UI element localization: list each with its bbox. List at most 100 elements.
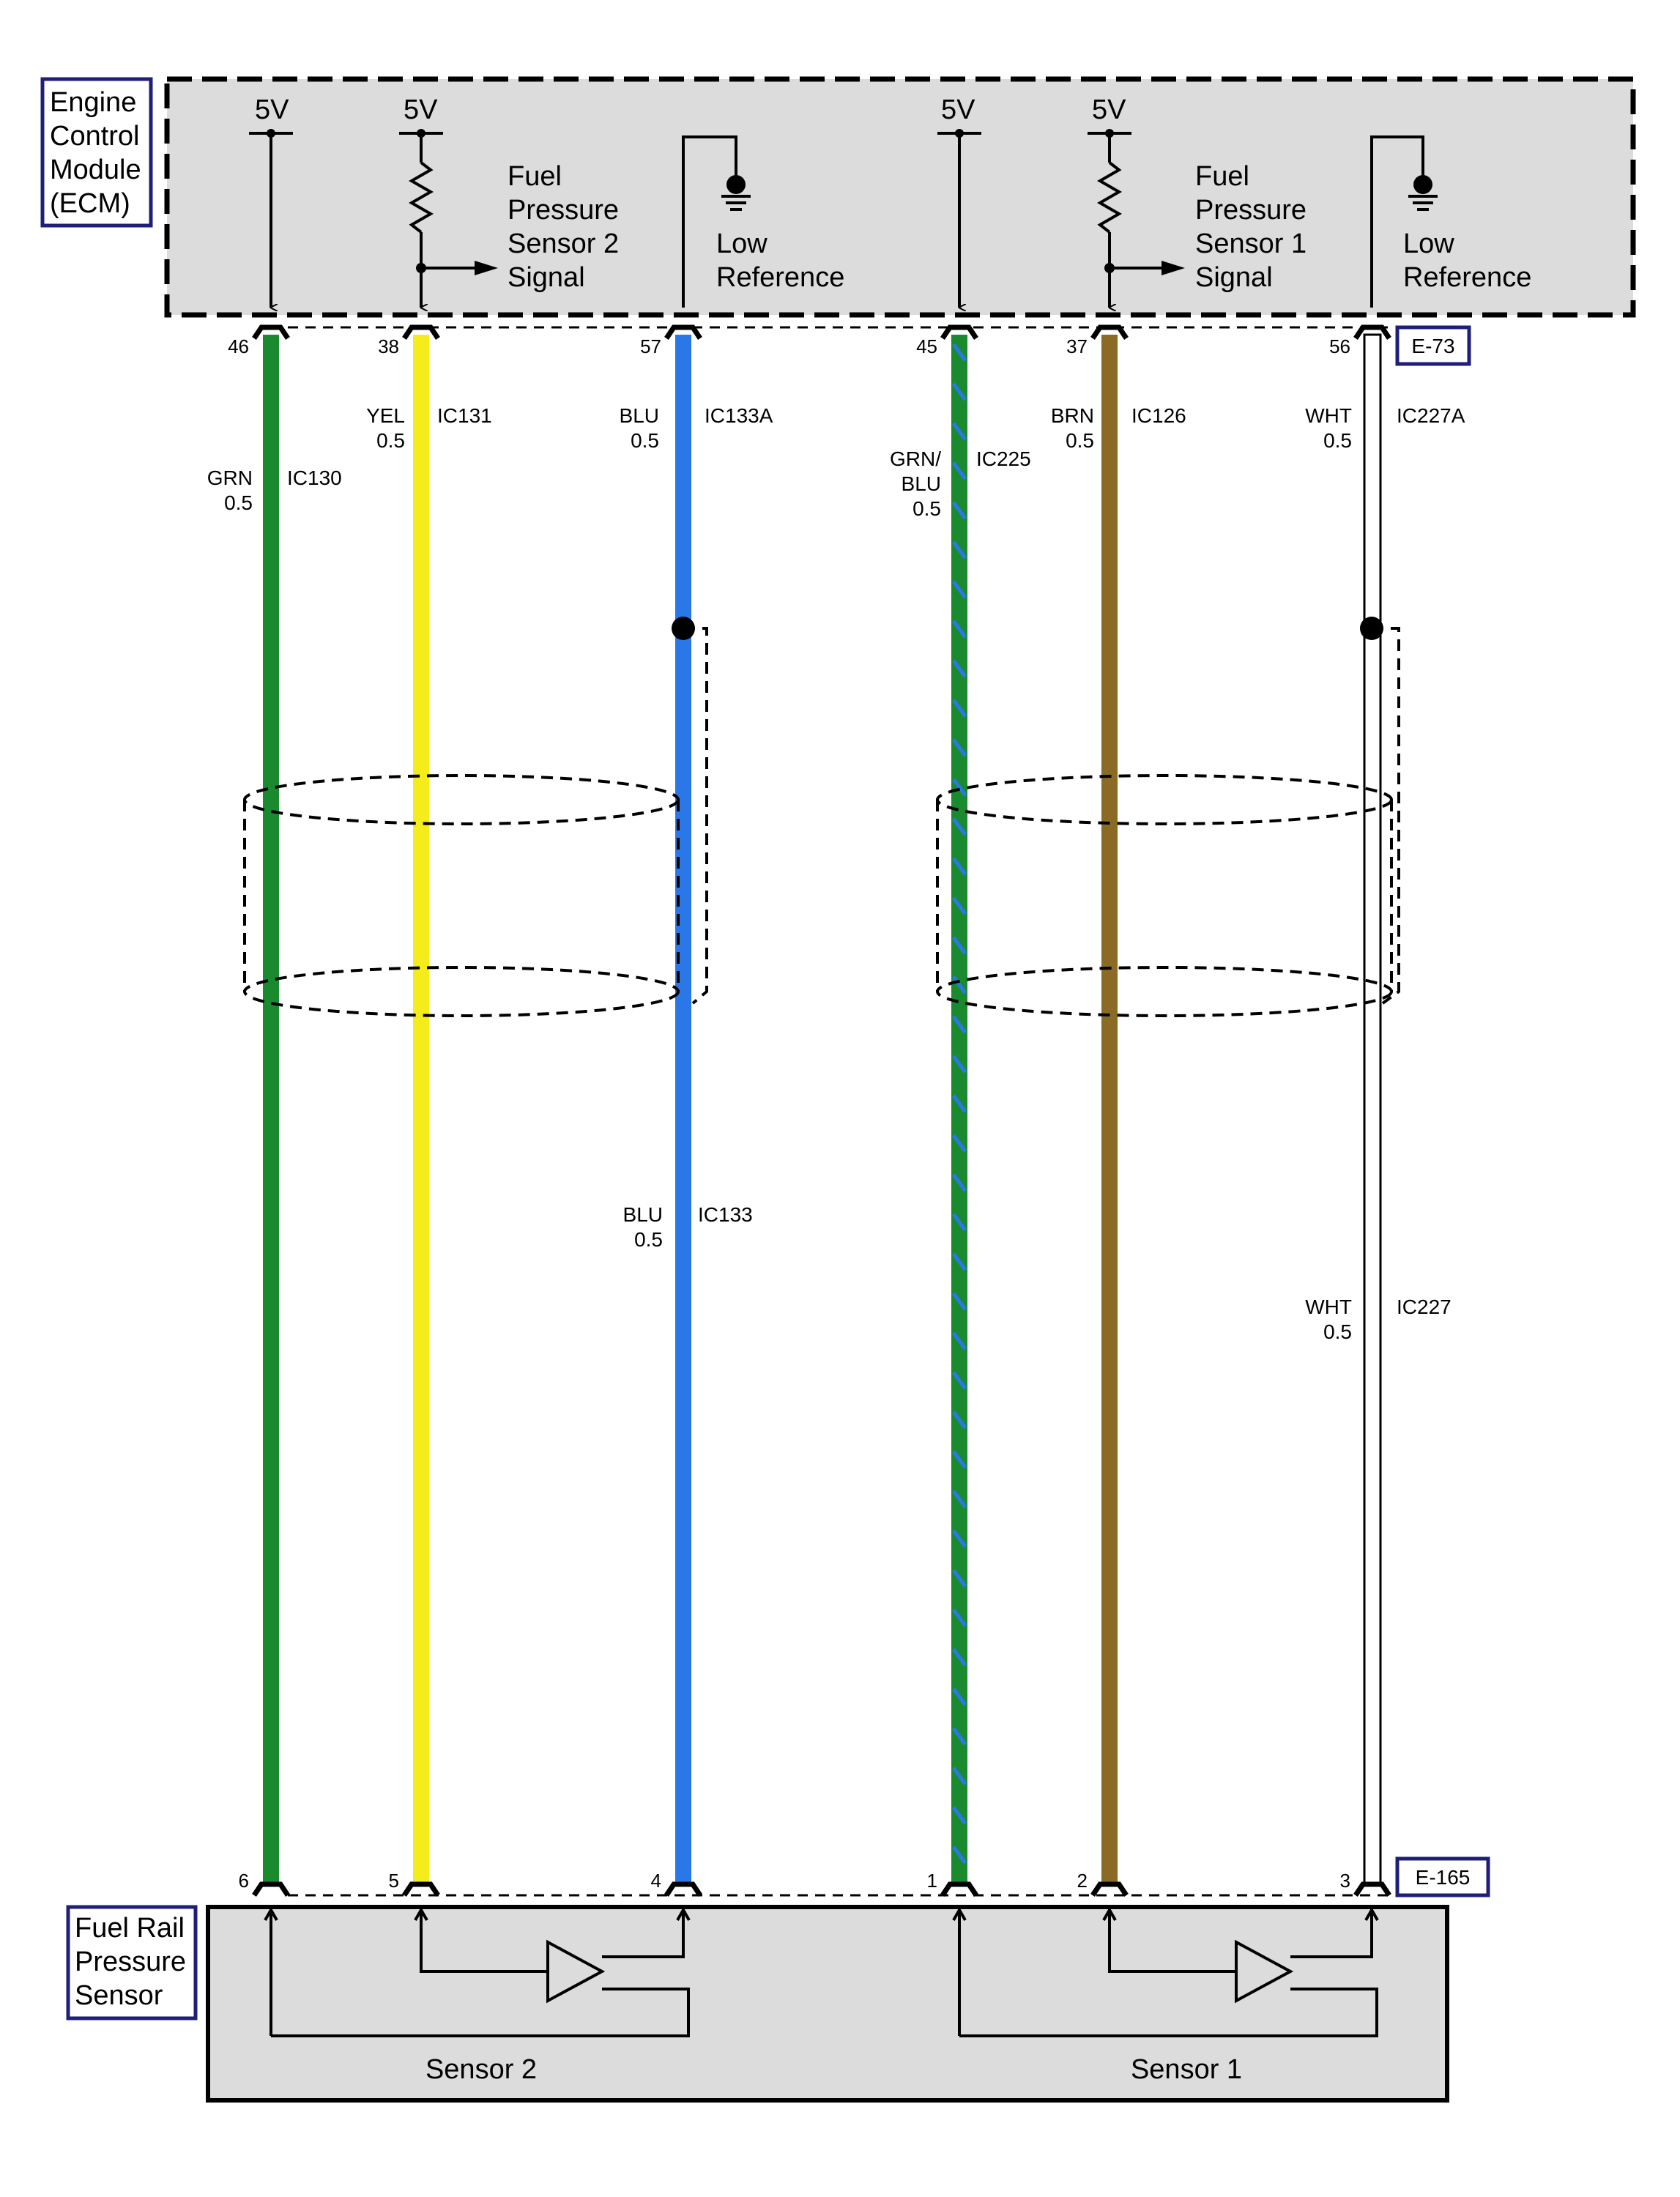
ground-icon <box>1408 175 1438 211</box>
ecm-title-line-2: Control <box>50 121 140 152</box>
supply-label-45: 5V <box>941 94 975 125</box>
wire-stripe <box>951 817 967 836</box>
lowref-57-line-2: Reference <box>716 262 844 293</box>
wire-stripe <box>951 1252 967 1271</box>
pin-bottom-1: 1 <box>927 1870 937 1892</box>
ecm-title-line-4: (ECM) <box>50 188 130 219</box>
wire-stripe <box>951 422 967 441</box>
sensor2-label: Sensor 2 <box>425 2054 537 2085</box>
shield-right <box>936 774 1393 1017</box>
signal2-label-line-1: Fuel <box>508 161 562 192</box>
wire-stripe <box>951 580 967 599</box>
pin-top-56: 56 <box>1329 335 1350 357</box>
wire-yel <box>413 335 429 1884</box>
sensor1-arrows <box>952 1906 1379 1921</box>
supply-label-38: 5V <box>404 94 438 125</box>
wire-stripe <box>951 975 967 995</box>
supply-label-46: 5V <box>255 94 289 125</box>
wire-brn-circuit: IC126 <box>1131 404 1186 427</box>
wire-yel-color: YEL <box>366 404 405 427</box>
wire-grn <box>263 335 279 1884</box>
ecm-title: Engine Control Module (ECM) <box>40 77 153 228</box>
wire-stripe <box>951 738 967 757</box>
wire-blu-lower-color: BLU <box>623 1203 663 1226</box>
wire-wht-lower-gauge: 0.5 <box>1323 1320 1352 1343</box>
wire-stripe <box>951 1806 967 1825</box>
signal1-label-line-4: Signal <box>1195 262 1273 293</box>
pin-bottom-6: 6 <box>239 1870 249 1892</box>
wire-stripe <box>951 540 967 560</box>
ground-icon <box>721 175 751 211</box>
wire-stripe <box>951 1292 967 1311</box>
wire-stripe <box>951 461 967 480</box>
wire-grn-blu-color-1: GRN/ <box>890 447 941 470</box>
connector-e165: E-165 <box>1395 1856 1490 1897</box>
connector-e73: E-73 <box>1395 325 1471 366</box>
signal-tap-2 <box>416 261 498 275</box>
pin-top-38: 38 <box>378 335 399 357</box>
signal2-label-line-2: Pressure <box>508 195 619 226</box>
wire-stripe <box>951 1371 967 1390</box>
wire-yel-circuit: IC131 <box>437 404 492 427</box>
lowref-57-line-1: Low <box>716 228 767 259</box>
wire-wht-gauge: 0.5 <box>1323 429 1352 452</box>
sensor-title-line-1: Fuel Rail <box>75 1913 185 1944</box>
wire-grn-blu-circuit: IC225 <box>976 447 1031 470</box>
sensor-module <box>206 1905 1449 2103</box>
wire-stripe <box>951 1410 967 1430</box>
wire-stripe <box>951 1490 967 1509</box>
sensor-module-title: Fuel Rail Pressure Sensor <box>66 1905 198 2021</box>
shield-drain-left <box>672 617 708 1005</box>
shield-drain-right <box>1360 617 1400 1005</box>
pin-top-46: 46 <box>228 335 249 357</box>
wire-blu <box>675 335 691 1884</box>
wire-stripe <box>951 1608 967 1627</box>
wire-stripe <box>951 1173 967 1192</box>
wire-stripe <box>951 620 967 639</box>
wire-stripe <box>951 1727 967 1746</box>
wire-wht-circuit: IC227A <box>1397 404 1465 427</box>
wire-stripe <box>951 1015 967 1034</box>
pin-bottom-5: 5 <box>389 1870 399 1892</box>
supply-node-dot <box>1105 129 1114 138</box>
ecm-module <box>164 76 1636 318</box>
wire-wht <box>1363 333 1382 1885</box>
wire-grn-blu-gauge: 0.5 <box>913 497 941 520</box>
wire-wht-lower-circuit: IC227 <box>1397 1295 1452 1318</box>
wire-stripe <box>951 1569 967 1588</box>
wire-stripe <box>951 936 967 955</box>
wire-brn <box>1101 335 1118 1884</box>
ecm-title-line-3: Module <box>50 155 141 185</box>
wire-stripe <box>951 896 967 915</box>
wire-grn-circuit: IC130 <box>287 466 342 489</box>
wire-blu-lower-circuit: IC133 <box>698 1203 753 1226</box>
wire-blu-lower-gauge: 0.5 <box>634 1228 663 1251</box>
connector-e165-label: E-165 <box>1416 1866 1471 1889</box>
pin-top-37: 37 <box>1066 335 1088 357</box>
wire-stripe <box>951 501 967 520</box>
supply-node-dot <box>267 129 275 138</box>
wire-stripe <box>951 1055 967 1074</box>
sensor1-circuit <box>958 1907 1378 2037</box>
wire-stripe <box>951 1845 967 1865</box>
bottom-connector-pins <box>252 1881 1391 1897</box>
sensor2-circuit <box>270 1907 690 2037</box>
wire-stripe <box>951 1529 967 1548</box>
signal1-label-line-3: Sensor 1 <box>1195 228 1307 259</box>
connector-e73-label: E-73 <box>1411 335 1454 357</box>
wire-stripe <box>951 857 967 876</box>
wire-blu-gauge: 0.5 <box>631 429 659 452</box>
wire-grn-blu-color-2: BLU <box>902 472 941 495</box>
wire-stripe <box>951 1331 967 1350</box>
lowref-56-line-1: Low <box>1403 228 1454 259</box>
supply-node-dot <box>417 129 425 138</box>
wire-wht-lower-color: WHT <box>1305 1295 1352 1318</box>
sensor2-arrows <box>264 1906 691 1921</box>
signal1-label-line-2: Pressure <box>1195 195 1307 226</box>
wire-brn-gauge: 0.5 <box>1066 429 1094 452</box>
wire-stripe <box>951 659 967 678</box>
pin-top-57: 57 <box>640 335 661 357</box>
wire-brn-color: BRN <box>1051 404 1094 427</box>
ecm-title-line-1: Engine <box>50 87 136 118</box>
wire-wht-color: WHT <box>1305 404 1352 427</box>
